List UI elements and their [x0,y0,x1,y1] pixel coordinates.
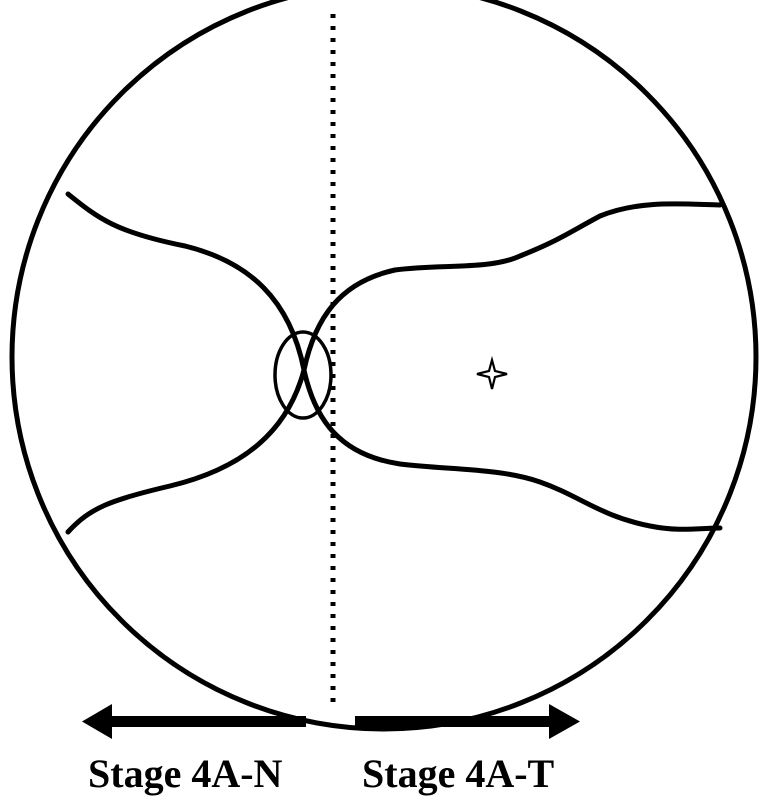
temporal-lower-vessel [304,370,720,529]
stage-label-nasal: Stage 4A-N [88,751,283,796]
nasal-upper-vessel [68,194,304,370]
temporal-upper-vessel [304,204,720,370]
four-point-star-icon [477,360,507,389]
nasal-lower-vessel [68,370,304,532]
stage-label-temporal: Stage 4A-T [362,751,555,796]
fundus-circle [12,0,756,729]
right-arrow-icon [355,704,580,739]
